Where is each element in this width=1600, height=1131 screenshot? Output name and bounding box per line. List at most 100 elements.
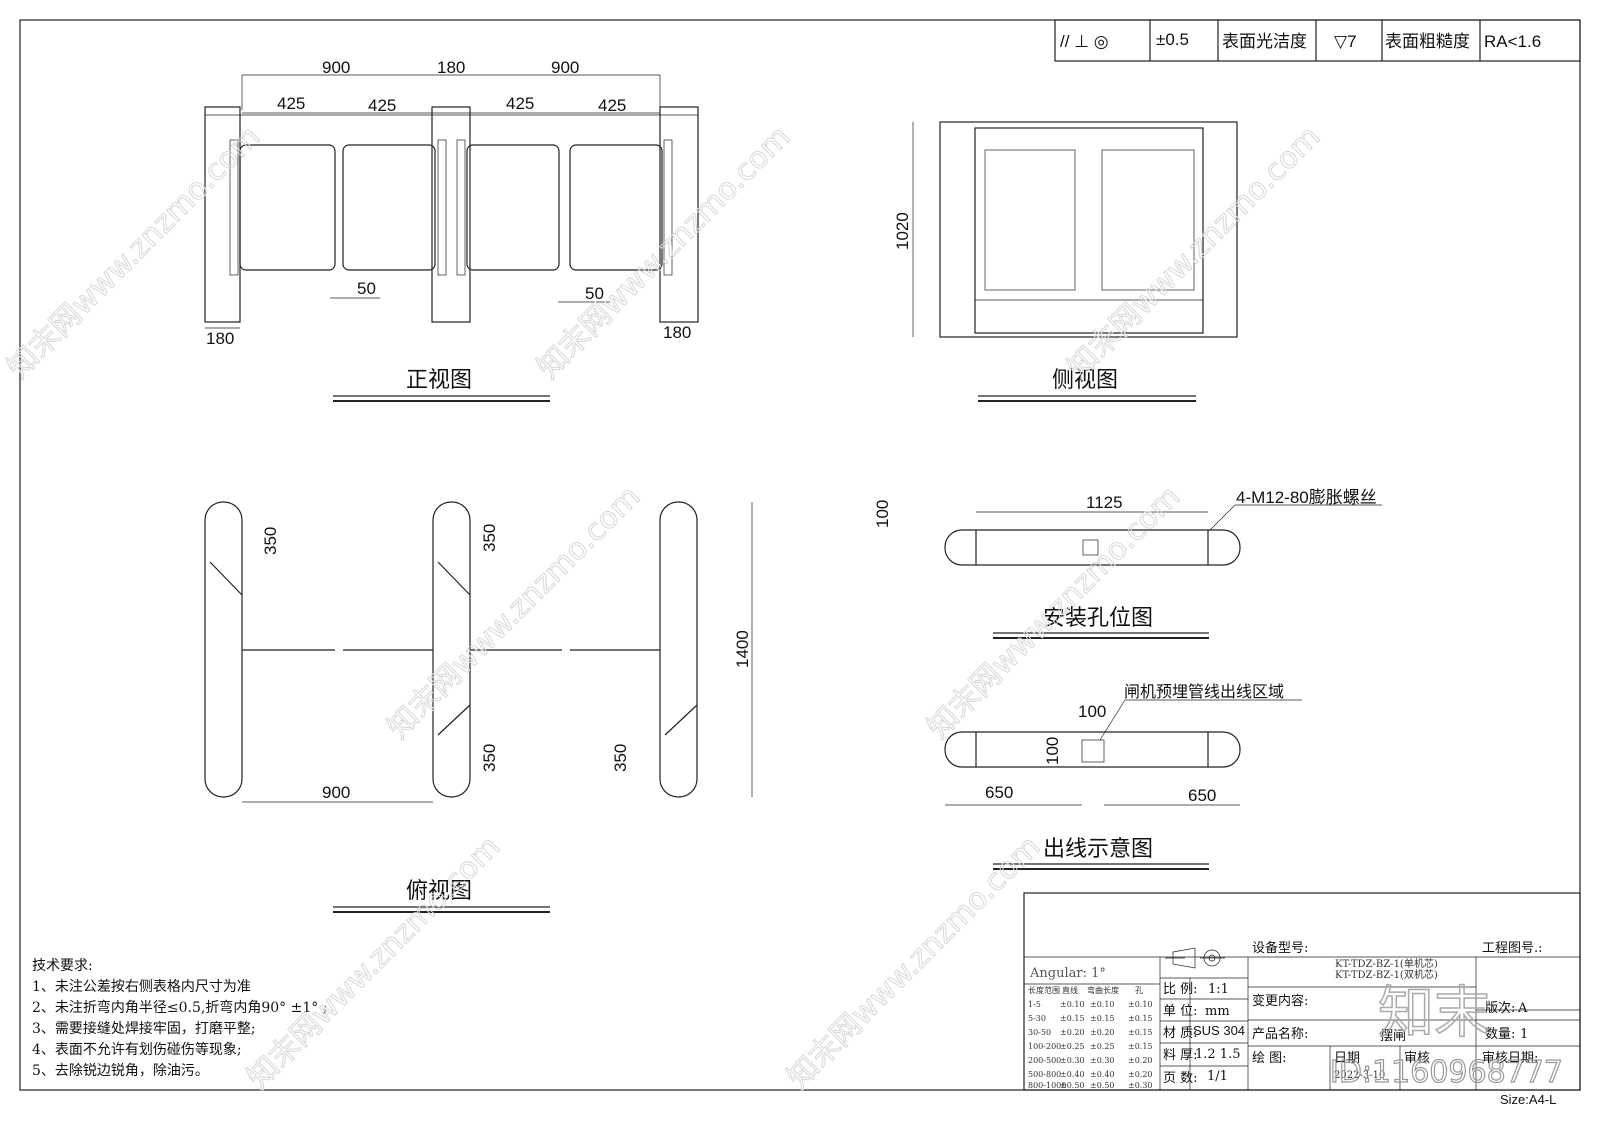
svg-text:料 厚:: 料 厚: [1163, 1048, 1198, 1063]
install-hole-view: 1125 100 4-M12-80膨胀螺丝 安装孔位图 [873, 488, 1382, 639]
dim-1020: 1020 [893, 212, 912, 250]
svg-text:200-500: 200-500 [1028, 1056, 1061, 1065]
dim-900-right: 900 [551, 58, 579, 77]
svg-text:±0.15: ±0.15 [1128, 1014, 1153, 1023]
install-view-title: 安装孔位图 [1043, 606, 1153, 631]
dim-100-outlet-w: 100 [1078, 702, 1106, 721]
roughness-label: 表面粗糙度 [1385, 32, 1470, 52]
drawing-border [19, 19, 1581, 1091]
dim-650-left: 650 [985, 783, 1013, 802]
tech-item: 2、未注折弯内角半径≤0.5,折弯内角90° ±1° ; [32, 999, 327, 1016]
tech-item: 1、未注公差按右侧表格内尺寸为准 [32, 979, 251, 995]
svg-text:工程图号.:: 工程图号.: [1482, 941, 1543, 956]
material-value: SUS 304 [1193, 1023, 1245, 1038]
outlet-view-title: 出线示意图 [1043, 837, 1153, 862]
dim-425-2: 425 [368, 96, 396, 115]
svg-text:±0.10: ±0.10 [1090, 1000, 1115, 1009]
top-view: 350 350 350 350 900 1400 俯视图 [204, 501, 753, 913]
svg-text:1-5: 1-5 [1028, 1000, 1041, 1009]
front-view: 900 180 900 425 425 425 425 50 50 180 18… [204, 58, 699, 402]
dim-50-left: 50 [357, 279, 376, 298]
side-view: 1020 侧视图 [893, 121, 1238, 402]
scale-value: 1:1 [1208, 982, 1229, 997]
dim-350-d: 350 [611, 744, 630, 772]
svg-text:页 数:: 页 数: [1163, 1071, 1198, 1086]
dim-350-c: 350 [480, 744, 499, 772]
model-1: KT-TDZ-BZ-1(单机芯) [1335, 957, 1438, 970]
dim-1125: 1125 [1086, 493, 1123, 512]
finish-label: 表面光洁度 [1222, 32, 1307, 52]
dim-180-right: 180 [663, 323, 691, 342]
svg-text:5-30: 5-30 [1028, 1014, 1046, 1023]
qty-value: 1 [1520, 1027, 1528, 1042]
product-value: 摆闸 [1380, 1029, 1406, 1044]
svg-text:±0.25: ±0.25 [1060, 1042, 1085, 1051]
projection-symbol-icon [1165, 947, 1225, 969]
svg-text:设备型号:: 设备型号: [1252, 940, 1308, 956]
side-view-title: 侧视图 [1052, 368, 1118, 393]
tolerance-symbols: // ⊥ ◎ [1060, 32, 1109, 51]
svg-text:±0.20: ±0.20 [1090, 1028, 1115, 1037]
outlet-view: 闸机预埋管线出线区域 100 100 650 650 出线示意图 [944, 682, 1302, 870]
svg-text:±0.20: ±0.20 [1128, 1070, 1153, 1079]
svg-text:±0.20: ±0.20 [1128, 1056, 1153, 1065]
svg-text:知末网www.znzmo.com: 知末网www.znzmo.com [781, 829, 1047, 1095]
dim-900-top-view: 900 [322, 783, 350, 802]
tech-requirements: 技术要求: 1、未注公差按右侧表格内尺寸为准 2、未注折弯内角半径≤0.5,折弯… [32, 958, 327, 1079]
svg-text:±0.15: ±0.15 [1128, 1028, 1153, 1037]
svg-text:弯曲长度: 弯曲长度 [1087, 985, 1119, 995]
version-value: A [1517, 1001, 1528, 1016]
svg-text:±0.20: ±0.20 [1060, 1028, 1085, 1037]
finish-value: ▽7 [1334, 32, 1357, 51]
svg-text:变更内容:: 变更内容: [1252, 993, 1308, 1009]
svg-text:日期: 日期 [1334, 1051, 1360, 1066]
dim-425-4: 425 [598, 96, 626, 115]
svg-text:±0.40: ±0.40 [1090, 1070, 1115, 1079]
tech-item: 4、表面不允许有划伤碰伤等现象; [32, 1041, 242, 1058]
tolerance-table: 长度范围 直线 弯曲长度 孔 1-5±0.10±0.10±0.10 5-30±0… [1028, 985, 1153, 1090]
date-value: 2022-3-10 [1334, 1070, 1385, 1081]
top-view-title: 俯视图 [406, 879, 472, 904]
svg-text:±0.10: ±0.10 [1060, 1000, 1085, 1009]
svg-text:500-800: 500-800 [1028, 1070, 1061, 1079]
unit-value: mm [1205, 1004, 1230, 1019]
dim-100-outlet-h: 100 [1043, 737, 1062, 765]
dim-180-left: 180 [206, 329, 234, 348]
svg-text:知末网www.znzmo.com: 知末网www.znzmo.com [381, 479, 647, 745]
dim-900-left: 900 [322, 58, 350, 77]
dim-425-1: 425 [277, 94, 305, 113]
svg-text:±0.30: ±0.30 [1128, 1081, 1153, 1090]
svg-text:审核: 审核 [1404, 1051, 1430, 1066]
svg-text:材 质:: 材 质: [1163, 1026, 1198, 1041]
pages-value: 1/1 [1207, 1069, 1228, 1084]
svg-text:±0.10: ±0.10 [1128, 1000, 1153, 1009]
svg-text:±0.15: ±0.15 [1128, 1042, 1153, 1051]
tech-heading: 技术要求: [32, 958, 93, 974]
svg-text:版次:: 版次: [1485, 1000, 1515, 1016]
svg-text:±0.25: ±0.25 [1090, 1042, 1115, 1051]
svg-text:孔: 孔 [1135, 986, 1143, 995]
svg-text:800-1000: 800-1000 [1028, 1081, 1066, 1090]
dim-1400: 1400 [733, 630, 752, 668]
paper-size: Size:A4-L [1500, 1092, 1556, 1107]
watermark-logo: 知末 [1378, 981, 1490, 1046]
svg-text:±0.15: ±0.15 [1090, 1014, 1115, 1023]
dim-350-b: 350 [480, 524, 499, 552]
svg-text:产品名称:: 产品名称: [1252, 1026, 1308, 1042]
svg-text:审核日期:: 审核日期: [1482, 1051, 1538, 1066]
thickness-value: 1.2 1.5 [1195, 1047, 1240, 1062]
dim-100-install: 100 [873, 500, 892, 528]
front-view-title: 正视图 [406, 368, 472, 393]
title-block: Angular: 1° 长度范围 直线 弯曲长度 孔 1-5±0.10±0.10… [1023, 892, 1581, 1091]
roughness-value: RA<1.6 [1484, 32, 1541, 51]
dim-350-a: 350 [261, 527, 280, 555]
model-2: KT-TDZ-BZ-1(双机芯) [1335, 968, 1438, 981]
svg-text:±0.30: ±0.30 [1090, 1056, 1115, 1065]
svg-text:±0.50: ±0.50 [1060, 1081, 1085, 1090]
bolt-callout: 4-M12-80膨胀螺丝 [1236, 488, 1377, 507]
tech-item: 5、去除锐边锐角，除油污。 [32, 1063, 209, 1079]
watermark: 知末网www.znzmo.com 知末网www.znzmo.com 知末网www… [0, 119, 1563, 1096]
dim-425-3: 425 [506, 94, 534, 113]
tolerance-value: ±0.5 [1156, 30, 1189, 49]
